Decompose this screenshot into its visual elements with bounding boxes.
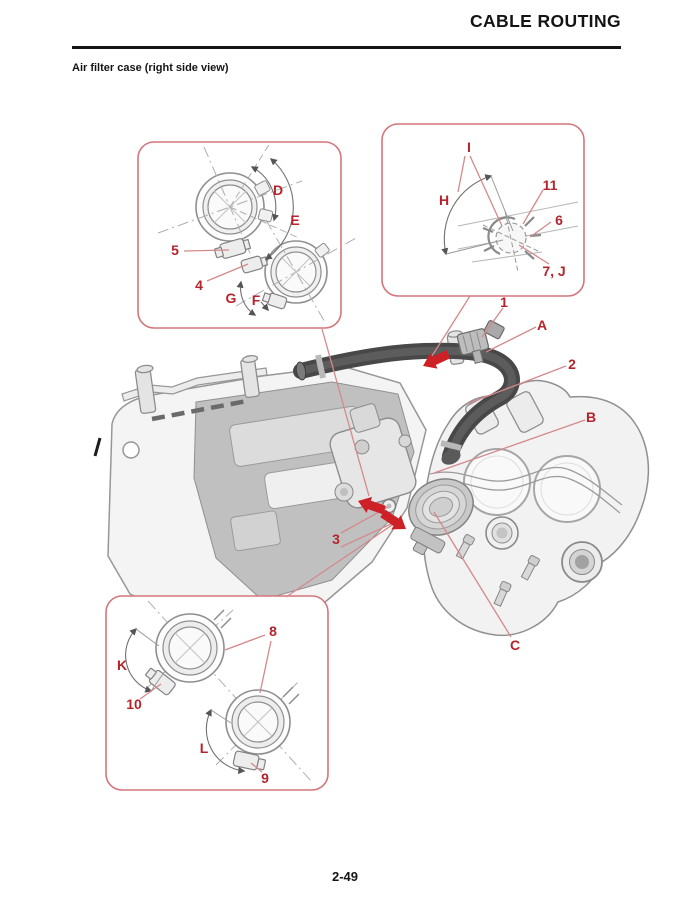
engine-drawing (422, 379, 650, 636)
callout-label-e: E (290, 212, 300, 228)
leader-lines (285, 295, 586, 638)
callout-label-l: L (199, 740, 209, 756)
header-rule (72, 46, 621, 49)
callout-label-i: I (467, 139, 471, 155)
routing-arrow-2 (358, 496, 386, 515)
detail-box-top-right (381, 123, 585, 297)
page-number: 2-49 (331, 869, 359, 884)
callout-label-h: H (438, 192, 450, 208)
section-subtitle: Air filter case (right side view) (72, 62, 229, 74)
routing-arrow-1 (423, 350, 451, 369)
page-title: CABLE ROUTING (469, 11, 621, 31)
detail-box-bottom (105, 595, 329, 791)
callout-label-4: 4 (195, 277, 203, 293)
routing-arrow-3 (380, 509, 406, 530)
routing-arrows (358, 350, 451, 530)
detail-box-top-left (137, 141, 357, 329)
callout-label-a: A (536, 317, 548, 333)
callout-label-2: 2 (568, 356, 576, 372)
callout-label-d: D (272, 182, 284, 198)
callout-label-10: 10 (126, 696, 142, 712)
sensor-drawing (456, 320, 505, 364)
callout-label-11: 11 (542, 177, 558, 193)
callout-label-8: 8 (269, 623, 277, 639)
callout-label-3: 3 (332, 531, 340, 547)
callout-label-5: 5 (171, 242, 179, 258)
throttle-body-drawing (329, 403, 474, 556)
reference-tick-mark (93, 437, 102, 457)
callout-label-g: G (225, 290, 237, 306)
callout-label-9: 9 (261, 770, 269, 786)
callout-label-1: 1 (500, 294, 508, 310)
callout-label-7j: 7, J (542, 263, 566, 279)
callout-label-b: B (585, 409, 597, 425)
callout-label-f: F (251, 292, 261, 308)
callout-label-6: 6 (555, 212, 563, 228)
breather-hose-drawing (293, 342, 520, 465)
callout-label-k: K (116, 657, 128, 673)
callout-label-c: C (509, 637, 521, 653)
